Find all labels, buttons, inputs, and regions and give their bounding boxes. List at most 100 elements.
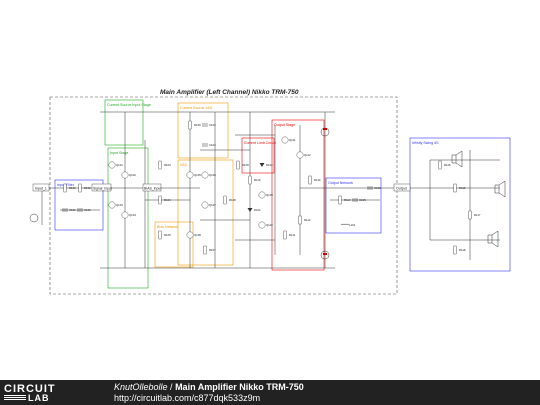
part-label: R111 [289,233,296,237]
byline: KnutOllebolle / Main Amplifier Nikko TRM… [114,382,304,392]
part-r108[interactable]: R108 [223,195,236,205]
part-label: R107 [209,248,216,252]
block-label-current-source-input: Current Source Input Stage [107,103,151,107]
part-q112[interactable]: Q112 [296,151,311,159]
part-r112[interactable]: R112 [298,215,311,225]
part-r114[interactable]: R114 [338,195,351,205]
part-label: Q101 [116,163,123,167]
block-label-current-source-vas: Current Source VAS [180,106,213,110]
part-q103[interactable]: Q103 [108,201,123,209]
speaker-icon [494,180,506,198]
part-q111[interactable]: Q111 [281,136,296,144]
part-r106[interactable]: R106 [188,120,201,130]
part-c102[interactable]: C102 [77,208,91,212]
part-label: R102 [84,186,91,190]
part-r109[interactable]: R109 [236,160,249,170]
part-r101[interactable]: R101 [63,183,76,193]
part-label: R101 [69,186,76,190]
part-r111[interactable]: R111 [283,230,296,240]
part-c105[interactable]: C105 [352,198,366,202]
part-r104[interactable]: R104 [158,195,171,205]
part-label: R109 [242,163,249,167]
part-c103[interactable]: C103 [202,123,216,127]
voltage-source-negative[interactable] [320,250,330,260]
part-q108[interactable]: Q108 [186,231,201,239]
part-l101[interactable]: L101 [340,223,356,227]
part-r118[interactable]: R118 [453,245,466,255]
part-label: C104 [209,143,216,147]
part-c101[interactable]: C101 [62,208,76,212]
block-input-filter [54,179,104,231]
part-c104[interactable]: C104 [202,143,216,147]
output-label: Output [396,187,407,191]
part-r117[interactable]: R117 [468,210,481,220]
part-label: Q106 [209,173,216,177]
part-label: Q103 [116,203,123,207]
block-output-stage [271,119,325,271]
part-q105[interactable]: Q105 [186,171,201,179]
power-supply-group [29,127,330,260]
logo-text-bottom: LAB [28,393,50,403]
part-r107[interactable]: R107 [203,245,216,255]
part-label: Q108 [194,233,201,237]
part-label: R110 [254,178,261,182]
part-q102[interactable]: Q102 [121,171,136,179]
part-d102[interactable]: D102 [259,163,274,167]
part-label: R106 [194,123,201,127]
part-r115[interactable]: R115 [438,160,451,170]
circuit-title: Main Amplifier Nikko TRM-750 [175,382,304,392]
block-label-input-stage: Input Stage [110,151,128,155]
part-r113[interactable]: R113 [308,175,321,185]
part-label: R113 [314,178,321,182]
part-q109[interactable]: Q109 [258,191,273,199]
part-label: C103 [209,123,216,127]
logo-lines-icon [4,395,26,401]
part-label: C102 [84,208,91,212]
part-label: R118 [459,248,466,252]
block-infinity-box [409,137,511,272]
part-label: Q105 [194,173,201,177]
part-label: Q102 [129,173,136,177]
author-link[interactable]: KnutOllebolle [114,382,168,392]
part-label: R108 [229,198,236,202]
part-r110[interactable]: R110 [248,175,261,185]
circuit-url[interactable]: http://circuitlab.com/c877dqk533z9m [114,393,261,403]
part-q106[interactable]: Q106 [201,171,216,179]
io-label-group: Input_L Signal_Input BIAS_Input Output [32,183,411,192]
part-r102[interactable]: R102 [78,183,91,193]
block-current-source-vas [177,102,229,159]
part-d101[interactable]: D101 [247,208,262,212]
signal-input-label: Signal_Input [93,187,112,191]
part-q107[interactable]: Q107 [201,201,216,209]
block-label-bias-network: Bias Network [157,225,178,229]
part-r116[interactable]: R116 [453,183,466,193]
part-label: Q112 [304,153,311,157]
part-c106[interactable]: C106 [367,186,381,190]
block-label-output-stage: Output Stage [274,123,295,127]
part-q104[interactable]: Q104 [121,211,136,219]
block-output-network [325,177,382,234]
footer-bar: CIRCUIT LAB KnutOllebolle / Main Amplifi… [0,380,540,405]
part-q101[interactable]: Q101 [108,161,123,169]
byline-separator: / [167,382,176,392]
part-label: L101 [349,223,356,227]
part-r103[interactable]: R103 [158,160,171,170]
block-current-limit [241,137,275,174]
part-label: C101 [69,208,76,212]
schematic-svg: Main Amplifier (Left Channel) Nikko TRM-… [29,89,511,295]
block-bias-network [154,221,194,268]
logo-text-top: CIRCUIT [4,383,56,395]
input-source[interactable] [29,213,39,223]
part-label: R114 [344,198,351,202]
input-label: Input_L [35,187,47,191]
part-label: R104 [164,198,171,202]
part-label: D101 [254,208,261,212]
part-r105[interactable]: R105 [158,230,171,240]
part-label: D102 [266,163,273,167]
rail-markers [323,128,327,255]
part-q110[interactable]: Q110 [258,221,273,229]
part-label: C106 [374,186,381,190]
schematic-canvas[interactable]: Main Amplifier (Left Channel) Nikko TRM-… [0,0,540,380]
circuitlab-logo[interactable]: CIRCUIT LAB [4,383,94,403]
block-input-stage [107,147,149,289]
